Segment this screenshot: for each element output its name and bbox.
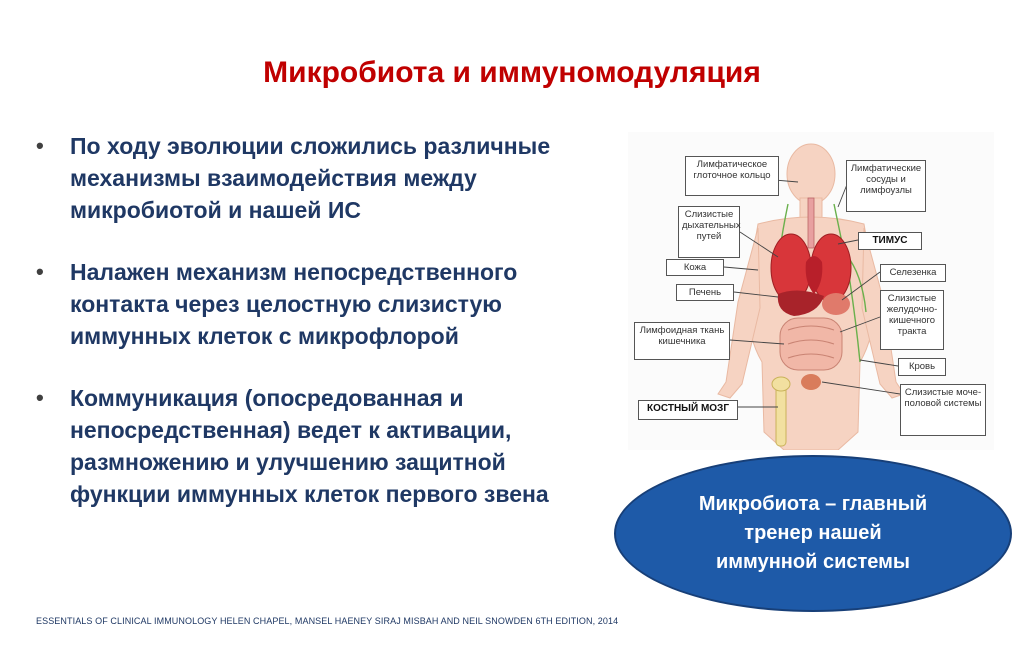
label-gut-lymphoid-tissue: Лимфоидная ткань кишечника: [634, 322, 730, 360]
label-bone-marrow: КОСТНЫЙ МОЗГ: [638, 400, 738, 420]
bullet-item: • Налажен механизм непосредственного кон…: [36, 256, 596, 352]
callout-ellipse: Микробиота – главный тренер нашей иммунн…: [614, 455, 1012, 612]
label-pharyngeal-lymphoid-ring: Лимфатическое глоточное кольцо: [685, 156, 779, 196]
source-citation: ESSENTIALS OF CLINICAL IMMUNOLOGY HELEN …: [36, 616, 619, 626]
label-lymphatic-vessels-nodes: Лимфатические сосуды и лимфоузлы: [846, 160, 926, 212]
label-urogenital-mucosa: Слизистые моче-половой системы: [900, 384, 986, 436]
bullet-text: Налажен механизм непосредственного конта…: [70, 259, 518, 349]
label-skin: Кожа: [666, 259, 724, 276]
label-blood: Кровь: [898, 358, 946, 376]
bullet-symbol: •: [36, 259, 44, 284]
label-liver: Печень: [676, 284, 734, 301]
bullet-symbol: •: [36, 385, 44, 410]
label-spleen: Селезенка: [880, 264, 946, 282]
bullet-text: Коммуникация (опосредованная и непосредс…: [70, 385, 549, 507]
bullet-text: По ходу эволюции сложились различные мех…: [70, 133, 551, 223]
bullet-item: • Коммуникация (опосредованная и непосре…: [36, 382, 596, 510]
label-gi-mucosa: Слизистые желудочно-кишечного тракта: [880, 290, 944, 350]
label-thymus: ТИМУС: [858, 232, 922, 250]
callout-text: Микробиота – главный тренер нашей иммунн…: [698, 493, 928, 573]
bullet-list: • По ходу эволюции сложились различные м…: [36, 130, 596, 540]
bullet-item: • По ходу эволюции сложились различные м…: [36, 130, 596, 226]
label-respiratory-mucosa: Слизистые дыхательных путей: [678, 206, 741, 258]
slide-title: Микробиота и иммуномодуляция: [263, 56, 761, 89]
immune-system-diagram: Лимфатическое глоточное кольцо Слизистые…: [628, 132, 994, 450]
bullet-symbol: •: [36, 133, 44, 158]
